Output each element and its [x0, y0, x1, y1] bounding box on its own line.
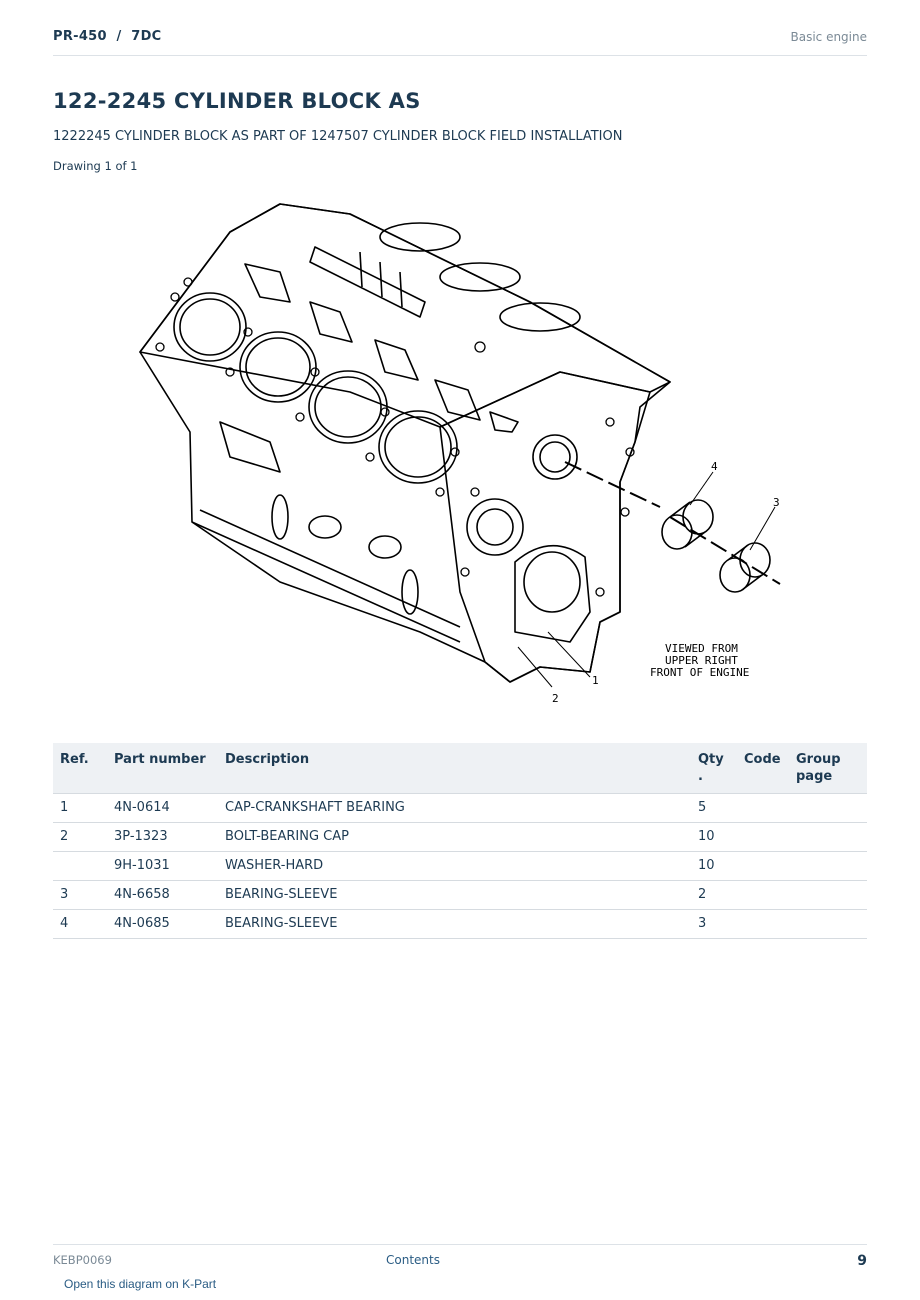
cylinder-bore-3 — [308, 370, 388, 444]
row-part-number: 4N-6658 — [107, 880, 218, 910]
cylinder-block-diagram: 4 3 1 2 VIEWED FROM UPPER RIGHT FRONT OF… — [139, 203, 781, 705]
row-description: BEARING-SLEEVE — [218, 909, 691, 939]
row-ref: 3 — [53, 880, 107, 910]
row-qty: 2 — [691, 880, 737, 910]
view-note-line-1: VIEWED FROM — [665, 642, 738, 655]
bearing-sleeve-3 — [727, 544, 763, 591]
row-part-number: 3P-1323 — [107, 822, 218, 852]
page-number: 9 — [857, 1253, 867, 1269]
table-row: 3 4N-6658 BEARING-SLEEVE 2 — [53, 880, 867, 910]
footer-divider — [53, 1244, 867, 1245]
table-row: 4 4N-0685 BEARING-SLEEVE 3 — [53, 909, 867, 939]
row-qty: 10 — [691, 851, 737, 881]
row-qty: 5 — [691, 793, 737, 823]
page-title: 122-2245 CYLINDER BLOCK AS — [53, 89, 421, 113]
col-part-number: Part number — [107, 743, 218, 794]
col-qty: Qty . — [691, 743, 737, 794]
row-description: WASHER-HARD — [218, 851, 691, 881]
top-deck — [139, 203, 671, 428]
row-ref: 2 — [53, 822, 107, 852]
view-note-line-3: FRONT OF ENGINE — [650, 666, 749, 679]
bearing-saddle — [514, 544, 591, 643]
row-group-page — [789, 880, 867, 910]
callout-2: 2 — [552, 692, 559, 705]
table-row: 9H-1031 WASHER-HARD 10 — [53, 851, 867, 881]
row-group-page — [789, 851, 867, 881]
callout-3: 3 — [773, 496, 780, 509]
row-code — [737, 909, 789, 939]
col-code: Code — [737, 743, 789, 794]
drawing-label: Drawing 1 of 1 — [53, 159, 138, 173]
page-subtitle: 1222245 CYLINDER BLOCK AS PART OF 124750… — [53, 129, 623, 144]
callout-1: 1 — [592, 674, 599, 687]
row-group-page — [789, 793, 867, 823]
row-part-number: 4N-0614 — [107, 793, 218, 823]
row-qty: 10 — [691, 822, 737, 852]
row-ref: 1 — [53, 793, 107, 823]
col-group-page: Group page — [789, 743, 867, 794]
parts-table: Ref. Part number Description Qty . Code … — [53, 743, 867, 939]
row-ref: 4 — [53, 909, 107, 939]
col-ref: Ref. — [53, 743, 107, 794]
bearing-sleeve-4 — [669, 501, 706, 548]
row-group-page — [789, 822, 867, 852]
model-header: PR-450 / 7DC — [53, 29, 162, 44]
row-group-page — [789, 909, 867, 939]
row-description: BOLT-BEARING CAP — [218, 822, 691, 852]
view-note-line-2: UPPER RIGHT — [665, 654, 738, 667]
row-code — [737, 851, 789, 881]
row-code — [737, 880, 789, 910]
cylinder-bore-2 — [239, 331, 317, 403]
row-ref — [53, 851, 107, 881]
callout-4: 4 — [711, 460, 718, 473]
row-description: BEARING-SLEEVE — [218, 880, 691, 910]
contents-link[interactable]: Contents — [386, 1253, 440, 1267]
parts-table-header: Ref. Part number Description Qty . Code … — [53, 743, 867, 794]
row-part-number: 9H-1031 — [107, 851, 218, 881]
row-description: CAP-CRANKSHAFT BEARING — [218, 793, 691, 823]
section-header: Basic engine — [790, 30, 867, 44]
cylinder-bore-1 — [173, 292, 247, 362]
row-code — [737, 793, 789, 823]
row-code — [737, 822, 789, 852]
row-part-number: 4N-0685 — [107, 909, 218, 939]
front-face — [439, 371, 651, 683]
row-qty: 3 — [691, 909, 737, 939]
cylinder-bore-4 — [378, 410, 458, 484]
open-diagram-link[interactable]: Open this diagram on K-Part — [64, 1277, 217, 1291]
col-description: Description — [218, 743, 691, 794]
document-id: KEBP0069 — [53, 1253, 112, 1267]
header-divider — [53, 55, 867, 56]
cam-bore — [532, 434, 578, 480]
table-row: 2 3P-1323 BOLT-BEARING CAP 10 — [53, 822, 867, 852]
table-row: 1 4N-0614 CAP-CRANKSHAFT BEARING 5 — [53, 793, 867, 823]
